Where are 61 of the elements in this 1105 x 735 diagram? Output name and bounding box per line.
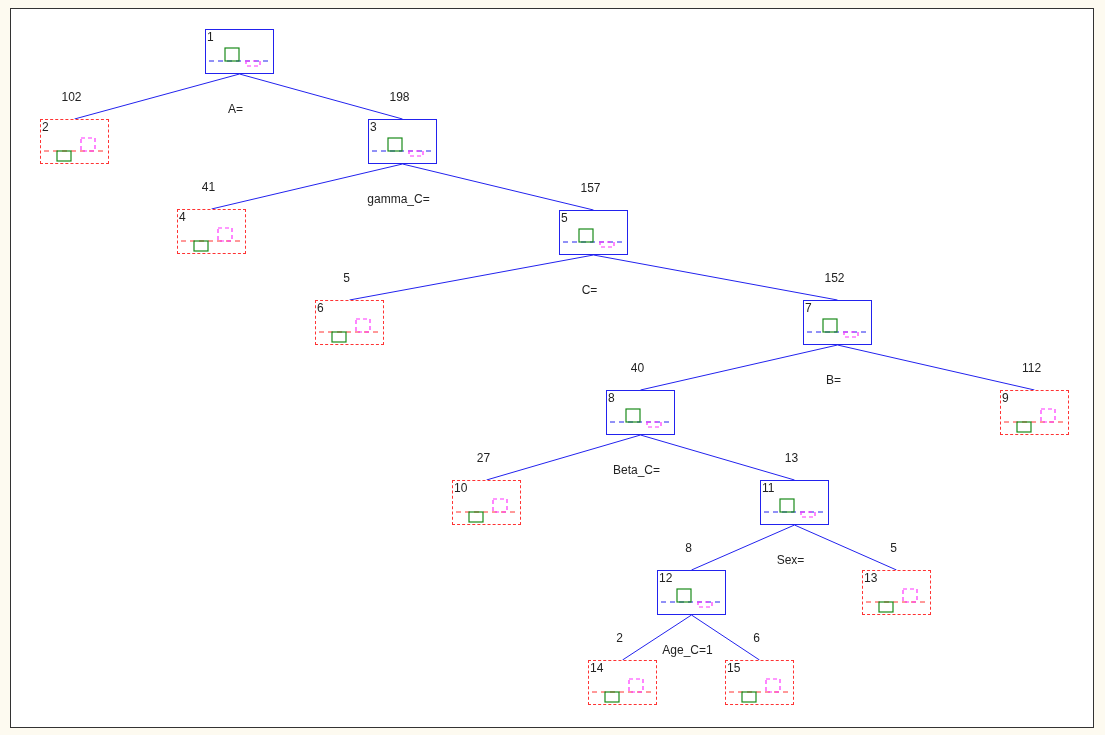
split-label: Age_C=1 [662, 643, 713, 657]
leaf-node-box [1000, 390, 1069, 435]
split-label: Beta_C= [613, 463, 660, 477]
split-label: gamma_C= [367, 192, 430, 206]
branch-line [74, 73, 240, 120]
node-number: 15 [727, 661, 741, 675]
node-number: 8 [608, 391, 615, 405]
edge-label: 8 [684, 541, 693, 555]
node-number: 7 [805, 301, 812, 315]
node-number: 12 [659, 571, 673, 585]
split-node-box [368, 119, 437, 164]
leaf-node-box [588, 660, 657, 705]
split-node-box [760, 480, 829, 525]
branch-line [239, 73, 403, 120]
edge-label: 198 [388, 90, 411, 104]
leaf-node-box [862, 570, 931, 615]
edge-label: 112 [1020, 361, 1043, 375]
branch-line [691, 614, 760, 661]
split-label: C= [581, 283, 598, 297]
branch-line [349, 254, 594, 301]
node-number: 14 [590, 661, 604, 675]
branch-line [486, 434, 641, 481]
edge-label: 2 [615, 631, 624, 645]
branch-line [640, 434, 795, 481]
node-number: 1 [207, 30, 214, 44]
node-number: 9 [1002, 391, 1009, 405]
node-number: 13 [864, 571, 878, 585]
leaf-node-box [177, 209, 246, 254]
branch-line [593, 254, 838, 301]
split-node-box [657, 570, 726, 615]
edge-label: 6 [752, 631, 761, 645]
branch-line [640, 344, 838, 391]
leaf-node-box [452, 480, 521, 525]
split-node-box [606, 390, 675, 435]
edge-label: 5 [342, 271, 351, 285]
node-number: 5 [561, 211, 568, 225]
branch-line [622, 614, 692, 661]
edge-label: 102 [60, 90, 83, 104]
split-label: B= [826, 373, 841, 387]
branch-line [211, 163, 403, 210]
split-node-box [205, 29, 274, 74]
branch-line [402, 163, 594, 211]
branch-line [837, 344, 1035, 391]
leaf-node-box [725, 660, 794, 705]
split-label: A= [228, 102, 243, 116]
node-number: 4 [179, 210, 186, 224]
node-number: 10 [454, 481, 468, 495]
node-number: 6 [317, 301, 324, 315]
node-number: 2 [42, 120, 49, 134]
leaf-node-box [40, 119, 109, 164]
edge-label: 157 [579, 181, 602, 195]
branch-line [691, 524, 795, 571]
split-node-box [803, 300, 872, 345]
edge-label: 5 [889, 541, 898, 555]
edge-label: 152 [823, 271, 846, 285]
leaf-node-box [315, 300, 384, 345]
node-number: 11 [762, 481, 775, 495]
branch-line [794, 524, 897, 571]
split-node-box [559, 210, 628, 255]
node-number: 3 [370, 120, 377, 134]
split-label: Sex= [776, 553, 805, 567]
